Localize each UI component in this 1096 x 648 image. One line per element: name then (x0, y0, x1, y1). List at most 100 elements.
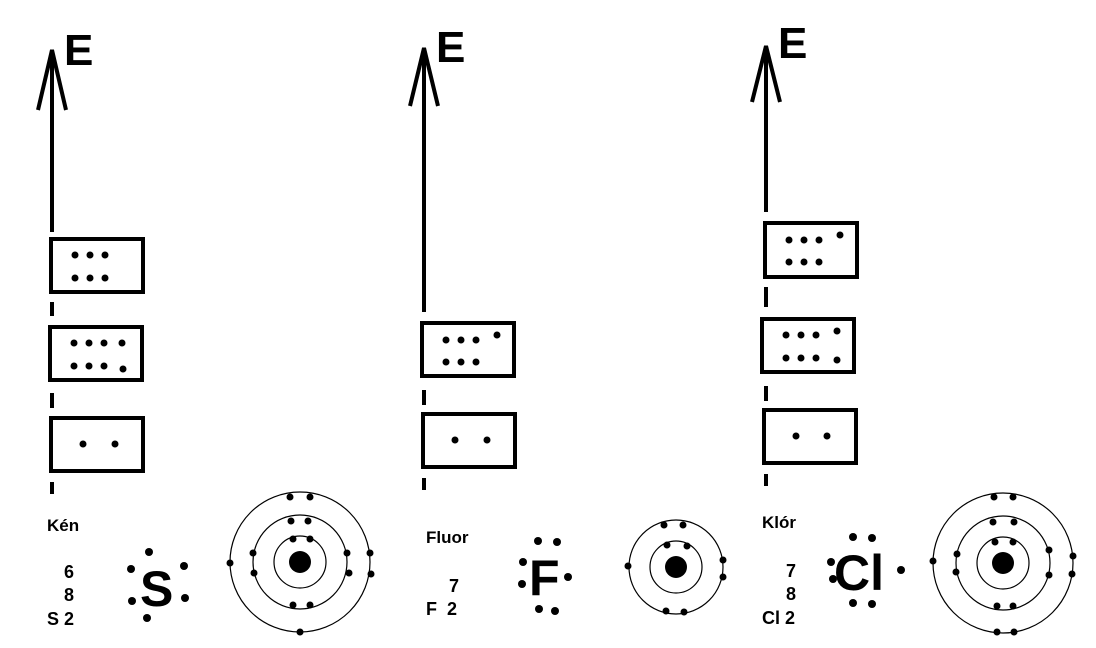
bohr-model (929, 492, 1077, 636)
electron-dot (829, 575, 837, 583)
element-symbol: Cl (834, 545, 884, 601)
electron-dot (662, 607, 670, 615)
electron-dot (564, 573, 572, 581)
electron-dot (86, 274, 94, 282)
electron-dot (827, 558, 835, 566)
electron-dot (345, 569, 353, 577)
electron-dots (70, 339, 127, 373)
axis-label: E (778, 19, 807, 68)
electron-dot (85, 339, 93, 347)
electron-dot (100, 362, 108, 370)
electron-dot (812, 331, 820, 339)
energy-axis-chlorine: E (750, 19, 807, 486)
electron-dot (457, 336, 465, 344)
electron-dot (1069, 552, 1077, 560)
electron-dot (800, 236, 808, 244)
electron-dot (800, 258, 808, 266)
electron-dot (1010, 518, 1018, 526)
electron-dots (71, 251, 109, 282)
electron-dot (1009, 602, 1017, 610)
config-line: 8 (786, 584, 796, 604)
electron-dot (79, 440, 87, 448)
energy-axis-sulfur: E (36, 26, 93, 494)
config-line: 8 (64, 585, 74, 605)
electron-dot (71, 251, 79, 259)
electron-dot (101, 274, 109, 282)
electron-dot (442, 336, 450, 344)
nucleus (665, 556, 687, 578)
energy-level-box-shell-2 (48, 325, 144, 382)
electron-dot (296, 628, 304, 636)
electron-dot (680, 608, 688, 616)
electron-dot (289, 535, 297, 543)
axis-label: E (436, 23, 465, 72)
config-line: F 2 (426, 599, 457, 619)
element-name: Fluor (426, 528, 469, 547)
energy-axis-fluorine: E (408, 23, 465, 490)
lewis-structure: S (127, 548, 189, 622)
orbit-ring (976, 536, 1030, 590)
arrow-head-icon (750, 45, 782, 103)
electron-dot (660, 521, 668, 529)
config-line: 6 (64, 562, 74, 582)
electron-dot (145, 548, 153, 556)
electron-dot (286, 493, 294, 501)
electron-dot (993, 628, 1001, 636)
orbit-ring (649, 540, 703, 594)
electron-dot (119, 365, 127, 373)
electron-dot (553, 538, 561, 546)
electron-dot (929, 557, 937, 565)
electron-dot (993, 602, 1001, 610)
nucleus (289, 551, 311, 573)
arrow-head-icon (36, 49, 68, 111)
electron-dot (118, 339, 126, 347)
electron-dot (534, 537, 542, 545)
electron-dot (782, 354, 790, 362)
electron-dot (287, 517, 295, 525)
electron-dot (111, 440, 119, 448)
electron-dot (624, 562, 632, 570)
panel-sulfur: E Kén 6 8 S 2 (36, 26, 375, 636)
electron-dot (442, 358, 450, 366)
electron-dot (719, 556, 727, 564)
electron-dots (792, 432, 831, 440)
electron-dot (493, 331, 501, 339)
electron-dot (823, 432, 831, 440)
electron-dot (719, 573, 727, 581)
electron-dot (472, 336, 480, 344)
electron-dot (128, 597, 136, 605)
electron-dot (86, 251, 94, 259)
electron-dot (815, 258, 823, 266)
electron-dot (797, 331, 805, 339)
electron-dot (226, 559, 234, 567)
axis-label: E (64, 26, 93, 75)
electron-dot (551, 607, 559, 615)
element-name: Kén (47, 516, 79, 535)
energy-level-box-shell-2 (420, 321, 516, 378)
electron-dot (833, 327, 841, 335)
electron-dot (1009, 493, 1017, 501)
electron-dot (952, 568, 960, 576)
electron-dot (989, 518, 997, 526)
electron-dot (472, 358, 480, 366)
electron-dot (849, 599, 857, 607)
electron-dot (367, 570, 375, 578)
electron-dot (518, 580, 526, 588)
electron-dot (143, 614, 151, 622)
electron-dot (953, 550, 961, 558)
electron-dot (306, 535, 314, 543)
element-symbol: F (529, 550, 560, 606)
electron-dot (71, 274, 79, 282)
electron-dot (663, 541, 671, 549)
electron-dot (990, 493, 998, 501)
electron-dot (249, 549, 257, 557)
electron-dot (782, 331, 790, 339)
electron-dot (815, 236, 823, 244)
config-line: 7 (449, 576, 459, 596)
electron-dot (1045, 546, 1053, 554)
electron-dot (785, 236, 793, 244)
orbit-ring (955, 515, 1051, 611)
electron-dot (304, 517, 312, 525)
electron-dot (306, 601, 314, 609)
